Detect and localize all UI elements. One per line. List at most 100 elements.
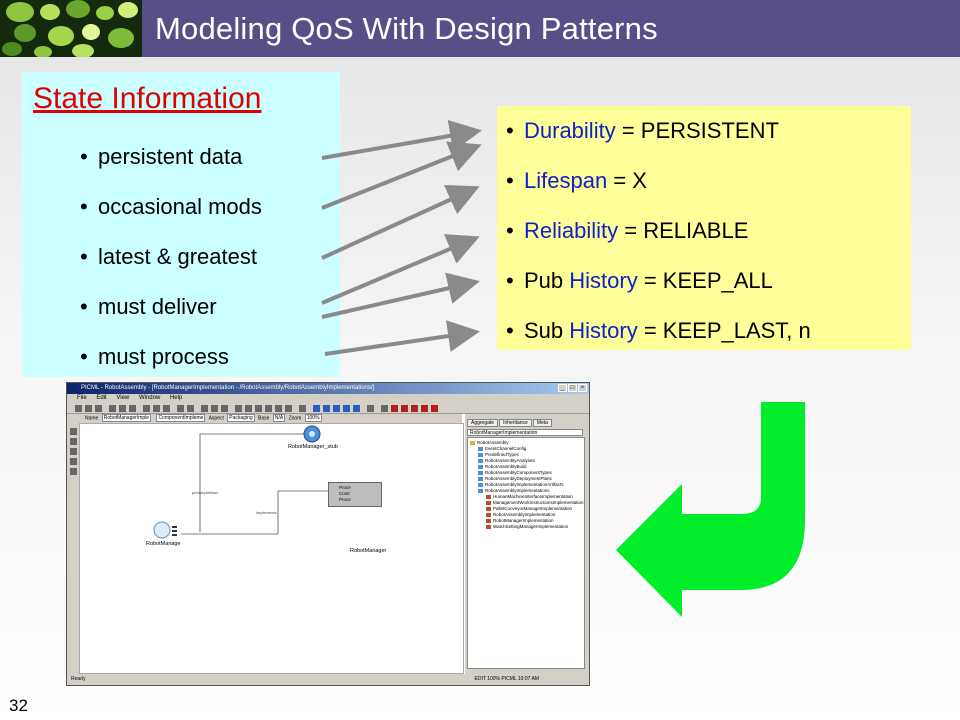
palette-icon[interactable] (70, 438, 77, 445)
implementation-icon (486, 494, 491, 499)
zoom-select[interactable]: 100% (304, 414, 322, 422)
toolbar-icon[interactable] (187, 405, 194, 412)
toolbar-icon[interactable] (221, 405, 228, 412)
qos-item: •Lifespan = X (506, 168, 811, 218)
toolbar-icon[interactable] (235, 405, 242, 412)
toolbar-icon[interactable] (285, 405, 292, 412)
qos-policy-value: = X (607, 168, 647, 193)
tree-item[interactable]: RobotAssemblyDeploymentPlans (478, 476, 552, 482)
tree-item[interactable]: RobotAssemblyComponentTypes (478, 470, 552, 476)
menu-edit[interactable]: Edit (96, 395, 107, 401)
palette-icon[interactable] (70, 468, 77, 475)
qos-policy-value: = PERSISTENT (615, 118, 779, 143)
toolbar-icon[interactable] (95, 405, 102, 412)
implementation-icon (486, 524, 491, 529)
state-item-text: must process (98, 344, 229, 369)
toolbar-icon[interactable] (367, 405, 374, 412)
tree-item[interactable]: RobotManagerImplementation (486, 518, 554, 524)
toolbar-icon[interactable] (275, 405, 282, 412)
slide-title: Modeling QoS With Design Patterns (155, 11, 658, 46)
logo-blob (108, 28, 134, 48)
menu-view[interactable]: View (116, 395, 130, 401)
tree-item[interactable]: HumanMachineInterfaceImplementation (486, 494, 573, 500)
tab-inheritance[interactable]: Inheritance (499, 419, 532, 427)
toolbar-icon[interactable] (163, 405, 170, 412)
menu-file[interactable]: File (77, 395, 87, 401)
mapping-arrow (321, 185, 480, 260)
close-button[interactable]: × (578, 384, 587, 392)
menu-window[interactable]: Window (138, 395, 161, 401)
state-item: •must process (80, 344, 262, 394)
toolbar-icon[interactable] (391, 405, 398, 412)
port-marker (172, 530, 177, 532)
toolbar-icon[interactable] (353, 405, 360, 412)
toolbar-icon[interactable] (211, 405, 218, 412)
toolbar-icon[interactable] (143, 405, 150, 412)
palette-icon[interactable] (70, 458, 77, 465)
toolbar-icon[interactable] (119, 405, 126, 412)
tree-item[interactable]: RobotAssemblyImplementationArtifacts (478, 482, 564, 488)
toolbar-icon[interactable] (245, 405, 252, 412)
mapping-arrow (321, 120, 482, 160)
logo-blob (96, 6, 114, 20)
toolbar-icon[interactable] (343, 405, 350, 412)
palette-icon[interactable] (70, 448, 77, 455)
toolbar-icon[interactable] (153, 405, 160, 412)
maximize-button[interactable]: □ (568, 384, 577, 392)
zoom-label: Zoom (288, 415, 302, 422)
tree-item[interactable]: RobotAssembly (470, 440, 509, 446)
minimize-button[interactable]: _ (558, 384, 567, 392)
toolbar-icon[interactable] (323, 405, 330, 412)
tree-item[interactable]: EventChannelConfig (478, 446, 526, 452)
tree-item[interactable]: PredefinedTypes (478, 452, 519, 458)
status-indicators: EDIT 100% PICML 10:07 AM (474, 676, 539, 682)
tree-item[interactable]: ManagementWorkInstructionsImplementation (486, 500, 583, 506)
tree-item-label: WatchSettingManagerImplementation (493, 524, 569, 529)
toolbar-icon[interactable] (401, 405, 408, 412)
tree-item-label: PredefinedTypes (485, 452, 519, 457)
model-canvas[interactable]: RobotManager_stub RobotManager RobotMana… (79, 423, 464, 674)
logo-blob (34, 46, 52, 57)
toolbar-icon[interactable] (265, 405, 272, 412)
toolbar-icon[interactable] (431, 405, 438, 412)
tree-item[interactable]: RobotAssemblyImplementation (486, 512, 555, 518)
qos-item: •Reliability = RELIABLE (506, 218, 811, 268)
toolbar-icon[interactable] (333, 405, 340, 412)
name-field[interactable]: RobotManagerImple (101, 414, 152, 422)
tree-item[interactable]: RobotAssemblyImplementations (478, 488, 550, 494)
tree-item-label: RobotAssemblyBuild (485, 464, 527, 469)
toolbar-icon[interactable] (381, 405, 388, 412)
tree-item-label: RobotAssemblyImplementations (485, 488, 550, 493)
toolbar-icon[interactable] (109, 405, 116, 412)
tree-item[interactable]: PalletConveyorManagerImplementation (486, 506, 572, 512)
kind-field[interactable]: ComponentImpleme (156, 414, 206, 422)
title-bar: Modeling QoS With Design Patterns (0, 0, 960, 57)
tree-item[interactable]: WatchSettingManagerImplementation (486, 524, 568, 530)
toolbar-icon[interactable] (255, 405, 262, 412)
bullet: • (506, 218, 514, 243)
toolbar-icon[interactable] (75, 405, 82, 412)
aspect-select[interactable]: Packaging (227, 414, 255, 422)
toolbar-icon[interactable] (313, 405, 320, 412)
browser-select[interactable]: RobotManagerImplementation (467, 429, 583, 436)
toolbar-icon[interactable] (421, 405, 428, 412)
tab-meta[interactable]: Meta (532, 419, 552, 427)
tab-aggregate[interactable]: Aggregate (467, 419, 499, 427)
toolbar-icon[interactable] (177, 405, 184, 412)
toolbar-icon[interactable] (411, 405, 418, 412)
robot-manager-component[interactable]: Proce Contr Proce (328, 482, 382, 507)
menu-help[interactable]: Help (169, 395, 183, 401)
palette-icon[interactable] (70, 428, 77, 435)
model-connections (181, 433, 338, 535)
toolbar-icon[interactable] (85, 405, 92, 412)
state-item: •must deliver (80, 294, 262, 344)
tree-item[interactable]: RobotAssemblyAnalyses (478, 458, 535, 464)
tool-palette (67, 414, 79, 674)
qos-policy-name: Lifespan (524, 168, 608, 193)
toolbar-icon[interactable] (129, 405, 136, 412)
toolbar-icon[interactable] (299, 405, 306, 412)
toolbar-icon[interactable] (201, 405, 208, 412)
base-field[interactable]: N/A (272, 414, 286, 422)
tree-item[interactable]: RobotAssemblyBuild (478, 464, 527, 470)
logo-image (0, 0, 142, 57)
